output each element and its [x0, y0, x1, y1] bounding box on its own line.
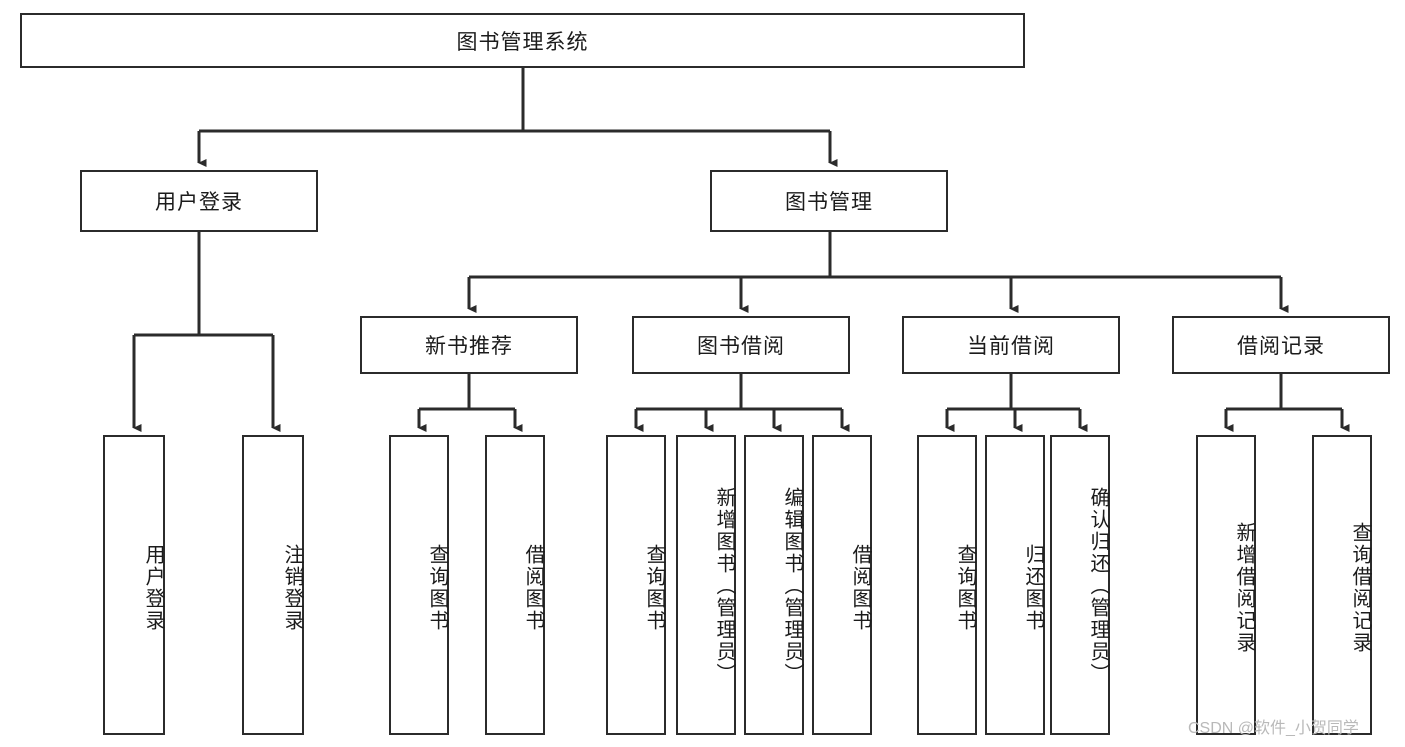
- leaf-confirm-return-label: 确认归还（管理员）: [1087, 487, 1109, 685]
- leaf-borrow-book-br[interactable]: 借阅图书: [812, 435, 872, 735]
- node-user-login-label: 用户登录: [155, 191, 243, 214]
- node-new-book-rec-label: 新书推荐: [425, 335, 513, 358]
- leaf-edit-book-label: 编辑图书（管理员）: [781, 487, 803, 685]
- leaf-query-record[interactable]: 查询借阅记录: [1312, 435, 1372, 735]
- node-current-borrow[interactable]: 当前借阅: [902, 316, 1120, 374]
- leaf-query-record-label: 查询借阅记录: [1349, 522, 1371, 654]
- leaf-return-book[interactable]: 归还图书: [985, 435, 1045, 735]
- node-new-book-rec[interactable]: 新书推荐: [360, 316, 578, 374]
- node-borrow-record[interactable]: 借阅记录: [1172, 316, 1390, 374]
- node-book-borrow[interactable]: 图书借阅: [632, 316, 850, 374]
- leaf-add-book-label: 新增图书（管理员）: [713, 487, 735, 685]
- node-book-borrow-label: 图书借阅: [697, 335, 785, 358]
- leaf-add-book[interactable]: 新增图书（管理员）: [676, 435, 736, 735]
- leaf-add-record-label: 新增借阅记录: [1233, 522, 1255, 654]
- node-root-label: 图书管理系统: [456, 30, 589, 54]
- leaf-query-book-rec-label: 查询图书: [426, 544, 448, 632]
- node-book-manage[interactable]: 图书管理: [710, 170, 948, 232]
- leaf-query-book-br[interactable]: 查询图书: [606, 435, 666, 735]
- leaf-borrow-book-rec-label: 借阅图书: [522, 544, 544, 632]
- node-user-login[interactable]: 用户登录: [80, 170, 318, 232]
- node-borrow-record-label: 借阅记录: [1237, 335, 1325, 358]
- leaf-query-book-cb[interactable]: 查询图书: [917, 435, 977, 735]
- leaf-user-logout-label: 注销登录: [281, 544, 303, 632]
- node-root[interactable]: 图书管理系统: [20, 13, 1025, 68]
- node-current-borrow-label: 当前借阅: [967, 335, 1055, 358]
- leaf-user-logout[interactable]: 注销登录: [242, 435, 304, 735]
- leaf-query-book-br-label: 查询图书: [643, 544, 665, 632]
- leaf-borrow-book-br-label: 借阅图书: [849, 544, 871, 632]
- leaf-user-login[interactable]: 用户登录: [103, 435, 165, 735]
- leaf-user-login-label: 用户登录: [142, 544, 164, 632]
- node-book-manage-label: 图书管理: [785, 191, 873, 214]
- leaf-borrow-book-rec[interactable]: 借阅图书: [485, 435, 545, 735]
- csdn-watermark: CSDN @软件_小贺同学: [1188, 720, 1359, 737]
- leaf-query-book-cb-label: 查询图书: [954, 544, 976, 632]
- leaf-confirm-return[interactable]: 确认归还（管理员）: [1050, 435, 1110, 735]
- leaf-query-book-rec[interactable]: 查询图书: [389, 435, 449, 735]
- leaf-return-book-label: 归还图书: [1022, 544, 1044, 632]
- leaf-add-record[interactable]: 新增借阅记录: [1196, 435, 1256, 735]
- leaf-edit-book[interactable]: 编辑图书（管理员）: [744, 435, 804, 735]
